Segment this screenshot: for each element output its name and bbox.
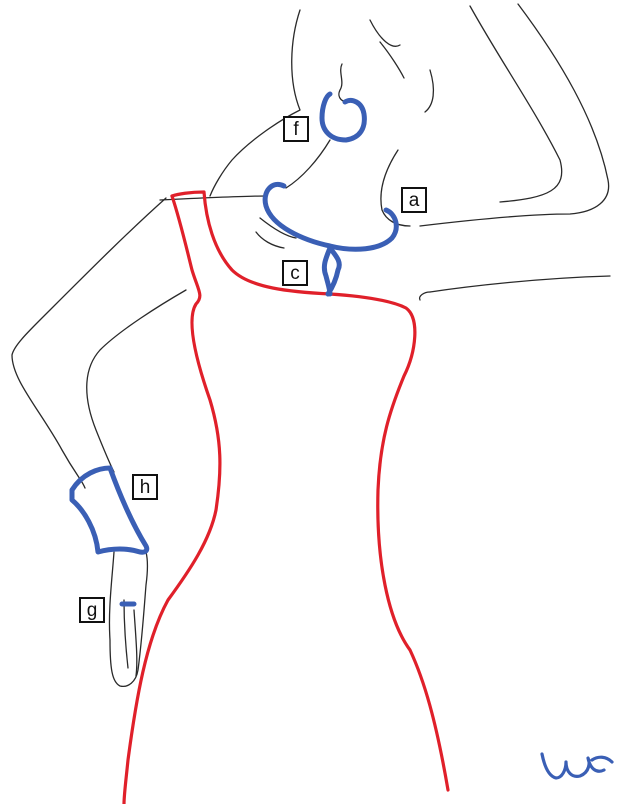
right-shoulder [430, 276, 610, 292]
shoulder-line [160, 196, 266, 200]
hand-outline [109, 552, 147, 686]
armpit-right [420, 292, 430, 300]
head-detail-2 [380, 42, 404, 78]
left-arm-inner [87, 290, 186, 472]
dress-strap [172, 192, 448, 790]
jewelry [72, 94, 612, 778]
figure-outline [12, 4, 610, 686]
left-arm-outer [12, 198, 166, 488]
raised-arm-inner [470, 6, 562, 202]
thumb-line [134, 610, 137, 676]
dress-left-side [124, 196, 220, 804]
finger-line [124, 600, 128, 668]
label-c: c [282, 260, 308, 286]
head-detail-3 [425, 70, 433, 112]
label-f: f [283, 116, 309, 142]
collar-line-1 [256, 232, 284, 248]
signature [542, 754, 612, 778]
earring [322, 94, 364, 140]
raised-arm-outer [420, 4, 609, 226]
ear [339, 64, 348, 101]
neck-left [286, 140, 330, 188]
pendant [324, 248, 339, 294]
label-a: a [401, 187, 427, 213]
label-h: h [132, 474, 158, 500]
label-g: g [79, 597, 105, 623]
head-detail-1 [370, 20, 400, 46]
head-outline [210, 10, 300, 196]
necklace [265, 184, 396, 249]
